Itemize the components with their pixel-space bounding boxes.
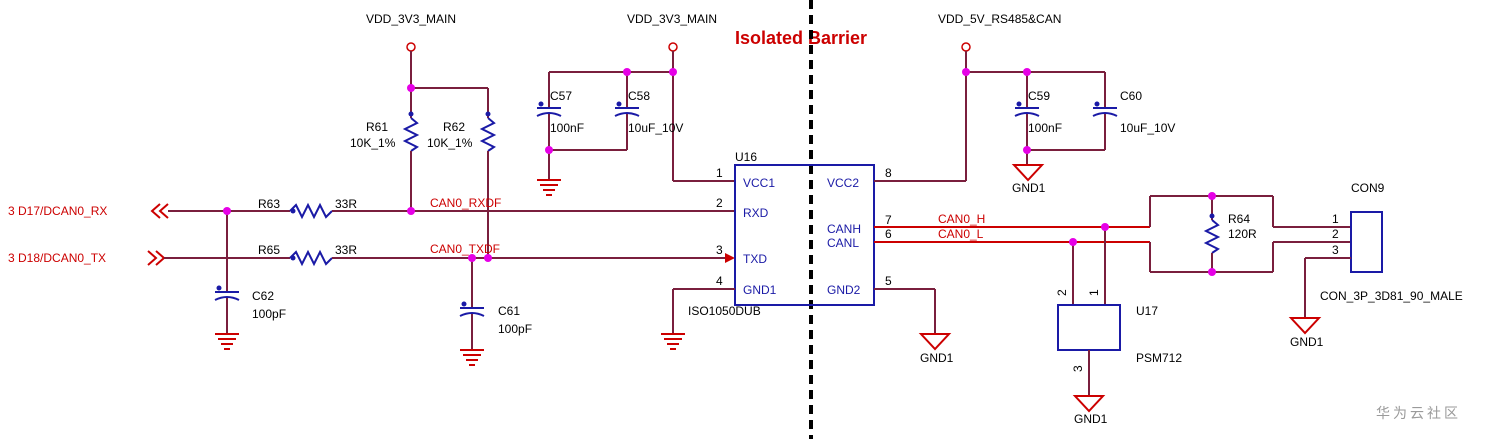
svg-text:10uF_10V: 10uF_10V	[628, 121, 683, 135]
net-label-can0-txdf: CAN0_TXDF	[430, 242, 500, 256]
svg-text:100nF: 100nF	[550, 121, 584, 135]
net-label-can0-rxdf: CAN0_RXDF	[430, 196, 501, 210]
svg-text:C61: C61	[498, 304, 520, 318]
svg-text:3 D17/DCAN0_RX: 3 D17/DCAN0_RX	[8, 204, 107, 218]
svg-text:10K_1%: 10K_1%	[427, 136, 473, 150]
svg-text:R62: R62	[443, 120, 465, 134]
txd-arrow	[725, 253, 735, 263]
svg-text:GND1: GND1	[743, 283, 777, 297]
svg-text:PSM712: PSM712	[1136, 351, 1182, 365]
svg-text:GND1: GND1	[1074, 412, 1108, 426]
port-dcan0-rx: 3 D17/DCAN0_RX	[8, 203, 169, 219]
svg-text:6: 6	[885, 227, 892, 241]
svg-text:3: 3	[716, 243, 723, 257]
svg-text:2: 2	[1055, 289, 1069, 296]
resistor-r63: R63 33R	[258, 197, 357, 220]
svg-text:R61: R61	[366, 120, 388, 134]
capacitor-c61: C61 100pF	[459, 258, 532, 366]
diagram-title: Isolated Barrier	[735, 28, 867, 48]
svg-text:100nF: 100nF	[1028, 121, 1062, 135]
ground-u16-gnd2: GND1	[918, 333, 954, 365]
resistor-r64: R64 120R	[1203, 196, 1257, 272]
connector-con9: CON9 1 2 3 CON_3P_3D81_90_MALE	[1320, 181, 1463, 303]
ground-u16-gnd1	[661, 333, 685, 350]
svg-text:100pF: 100pF	[498, 322, 532, 336]
svg-text:1: 1	[1332, 212, 1339, 226]
capacitor-c58: C58 10uF_10V	[549, 72, 683, 151]
svg-text:VCC2: VCC2	[827, 176, 859, 190]
svg-text:1: 1	[716, 166, 723, 180]
power-port-vdd-3v3-left	[406, 42, 416, 52]
svg-text:R63: R63	[258, 197, 280, 211]
ground-con9-gnd1: GND1	[1288, 317, 1324, 349]
tvs-u17: 2 1 3 U17 PSM712	[1055, 289, 1182, 372]
svg-text:C60: C60	[1120, 89, 1142, 103]
svg-text:C58: C58	[628, 89, 650, 103]
svg-text:ISO1050DUB: ISO1050DUB	[688, 304, 761, 318]
svg-text:U16: U16	[735, 150, 757, 164]
port-dcan0-tx: 3 D18/DCAN0_TX	[8, 250, 166, 266]
ground-u17-gnd1: GND1	[1072, 395, 1108, 426]
svg-text:R65: R65	[258, 243, 280, 257]
net-label-can0-h: CAN0_H	[938, 212, 985, 226]
svg-text:2: 2	[716, 196, 723, 210]
svg-text:5: 5	[885, 274, 892, 288]
svg-text:GND1: GND1	[920, 351, 954, 365]
svg-text:8: 8	[885, 166, 892, 180]
net-label-can0-l: CAN0_L	[938, 227, 984, 241]
ic-u16: U16 ISO1050DUB 1 VCC1 2 RXD 3 TXD 4 GND1…	[688, 150, 892, 318]
junction-dots	[223, 68, 1216, 276]
ground-c59-gnd1: GND1	[1011, 164, 1046, 195]
svg-text:CANL: CANL	[827, 236, 859, 250]
svg-text:RXD: RXD	[743, 206, 769, 220]
svg-text:VCC1: VCC1	[743, 176, 775, 190]
svg-text:7: 7	[885, 213, 892, 227]
capacitor-c62: C62 100pF	[214, 211, 286, 350]
capacitor-c59: C59 100nF	[1014, 72, 1062, 165]
svg-text:C57: C57	[550, 89, 572, 103]
resistor-r65: R65 33R	[258, 243, 357, 267]
capacitor-c57: C57 100nF	[536, 72, 584, 196]
svg-text:120R: 120R	[1228, 227, 1257, 241]
svg-text:CON_3P_3D81_90_MALE: CON_3P_3D81_90_MALE	[1320, 289, 1463, 303]
svg-text:33R: 33R	[335, 243, 357, 257]
svg-text:C62: C62	[252, 289, 274, 303]
svg-text:CON9: CON9	[1351, 181, 1385, 195]
svg-text:10uF_10V: 10uF_10V	[1120, 121, 1175, 135]
svg-text:U17: U17	[1136, 304, 1158, 318]
svg-text:CANH: CANH	[827, 222, 861, 236]
svg-text:3: 3	[1332, 243, 1339, 257]
svg-text:GND2: GND2	[827, 283, 861, 297]
svg-text:GND1: GND1	[1012, 181, 1046, 195]
power-label-vdd-5v: VDD_5V_RS485&CAN	[938, 12, 1061, 26]
svg-text:33R: 33R	[335, 197, 357, 211]
capacitor-c60: C60 10uF_10V	[1027, 72, 1175, 151]
power-label-vdd-3v3-left: VDD_3V3_MAIN	[366, 12, 456, 26]
svg-text:1: 1	[1087, 289, 1101, 296]
svg-text:100pF: 100pF	[252, 307, 286, 321]
power-port-vdd-3v3-right	[668, 42, 678, 52]
svg-text:10K_1%: 10K_1%	[350, 136, 396, 150]
svg-text:3 D18/DCAN0_TX: 3 D18/DCAN0_TX	[8, 251, 106, 265]
svg-text:3: 3	[1071, 365, 1085, 372]
svg-text:4: 4	[716, 274, 723, 288]
svg-text:TXD: TXD	[743, 252, 767, 266]
svg-text:2: 2	[1332, 227, 1339, 241]
svg-text:GND1: GND1	[1290, 335, 1324, 349]
power-label-vdd-3v3-right: VDD_3V3_MAIN	[627, 12, 717, 26]
power-port-vdd-5v	[961, 42, 971, 52]
resistor-r61: R61 10K_1%	[350, 88, 420, 211]
svg-text:C59: C59	[1028, 89, 1050, 103]
watermark: 华为云社区	[1376, 406, 1461, 422]
svg-text:R64: R64	[1228, 212, 1250, 226]
resistor-r62: R62 10K_1%	[427, 88, 497, 258]
